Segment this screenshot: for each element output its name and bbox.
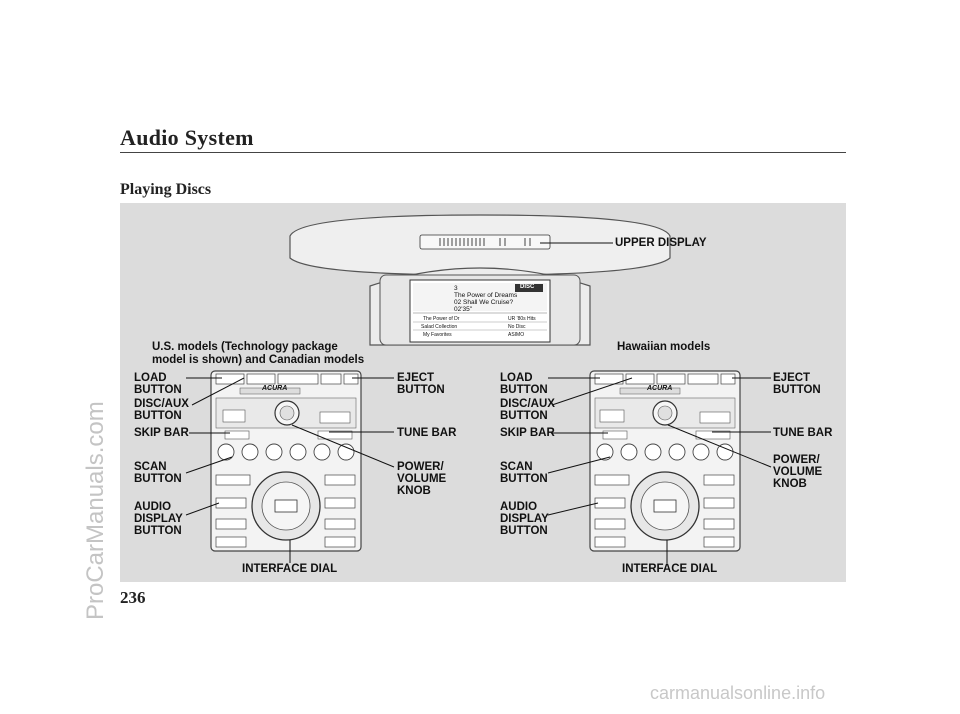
page-number: 236 xyxy=(120,588,146,607)
screen-disc-list-1: The Power of Dr xyxy=(423,316,460,322)
left-disc-aux-button-label: DISC/AUX BUTTON xyxy=(134,398,189,422)
right-disc-aux-button-label: DISC/AUX BUTTON xyxy=(500,398,555,422)
right-eject-button-label: EJECT BUTTON xyxy=(773,372,821,396)
left-eject-button-label: EJECT BUTTON xyxy=(397,372,445,396)
left-audio-unit xyxy=(210,370,362,552)
right-skip-bar-label: SKIP BAR xyxy=(500,427,555,439)
right-load-button-label: LOAD BUTTON xyxy=(500,372,548,396)
screen-album: The Power of Dreams xyxy=(454,292,518,299)
screen-disc-list-4: UR '80s Hits xyxy=(508,316,536,322)
right-audio-unit xyxy=(589,370,741,552)
left-brand-logo: ACURA xyxy=(262,385,288,392)
side-watermark: ProCarManuals.com xyxy=(82,401,109,620)
screen-disc-list-2: Salad Collection xyxy=(421,324,458,330)
upper-display-housing xyxy=(289,214,671,276)
left-interface-dial-label: INTERFACE DIAL xyxy=(242,563,338,575)
page-title: Audio System xyxy=(120,125,254,150)
screen-badge: DISC xyxy=(520,284,535,290)
leader-lines xyxy=(185,242,772,563)
right-tune-bar-label: TUNE BAR xyxy=(773,427,833,439)
screen-time: 02'35" xyxy=(454,306,473,313)
left-scan-button-label: SCAN BUTTON xyxy=(134,461,182,485)
left-skip-bar-label: SKIP BAR xyxy=(134,427,189,439)
screen-disc-list-5: No Disc xyxy=(508,324,526,330)
right-brand-logo: ACURA xyxy=(647,385,673,392)
screen-disc-number: 3 xyxy=(454,285,458,292)
us-models-caption: U.S. models (Technology package model is… xyxy=(152,341,365,366)
left-load-button-label: LOAD BUTTON xyxy=(134,372,182,396)
navigation-screen-housing xyxy=(369,267,591,346)
hawaiian-models-caption: Hawaiian models xyxy=(617,341,711,353)
screen-disc-list-3: My Favorites xyxy=(423,332,452,338)
upper-display-label: UPPER DISPLAY xyxy=(615,237,707,249)
right-scan-button-label: SCAN BUTTON xyxy=(500,461,548,485)
right-audio-display-button-label: AUDIO DISPLAY BUTTON xyxy=(500,501,549,537)
right-power-volume-knob-label: POWER/ VOLUME KNOB xyxy=(773,454,823,490)
right-interface-dial-label: INTERFACE DIAL xyxy=(622,563,718,575)
left-power-volume-knob-label: POWER/ VOLUME KNOB xyxy=(397,461,447,497)
screen-track: 02 Shall We Cruise? xyxy=(454,299,514,306)
left-audio-display-button-label: AUDIO DISPLAY BUTTON xyxy=(134,501,183,537)
bottom-watermark: carmanualsonline.info xyxy=(650,683,826,703)
left-tune-bar-label: TUNE BAR xyxy=(397,427,457,439)
screen-disc-list-6: ASIMO xyxy=(508,332,525,338)
section-subtitle: Playing Discs xyxy=(120,181,212,198)
title-rule xyxy=(120,152,846,153)
